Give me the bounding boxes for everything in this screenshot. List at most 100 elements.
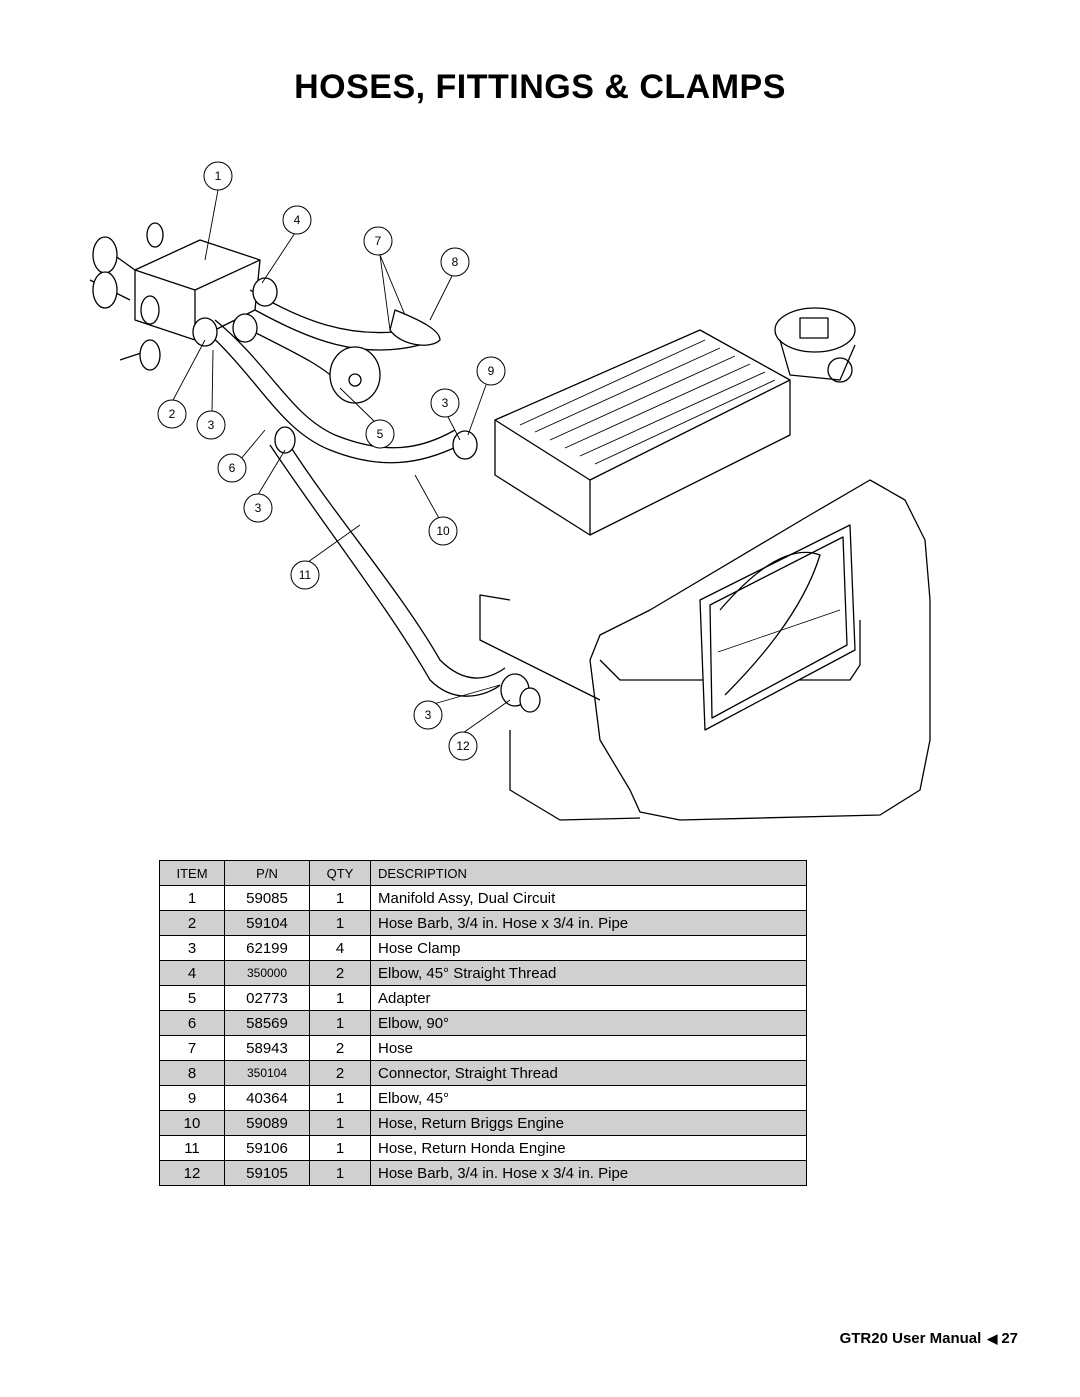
cell-description: Hose, Return Briggs Engine <box>370 1110 807 1136</box>
page-title: HOSES, FITTINGS & CLAMPS <box>294 68 786 106</box>
table-row: 5 02773 1 Adapter <box>159 985 807 1011</box>
fittings <box>192 277 541 713</box>
cell-pn: 350104 <box>224 1060 310 1086</box>
table-row: 4 350000 2 Elbow, 45° Straight Thread <box>159 960 807 986</box>
cell-qty: 1 <box>309 1110 371 1136</box>
svg-text:3: 3 <box>255 501 262 515</box>
cell-pn: 58943 <box>224 1035 310 1061</box>
cell-item: 7 <box>159 1035 225 1061</box>
table-header-row: ITEM P/N QTY DESCRIPTION <box>159 860 807 886</box>
svg-text:7: 7 <box>375 234 382 248</box>
cooler <box>494 329 791 536</box>
cell-item: 6 <box>159 1010 225 1036</box>
table-row: 12 59105 1 Hose Barb, 3/4 in. Hose x 3/4… <box>159 1160 807 1186</box>
cell-description: Elbow, 45° <box>370 1085 807 1111</box>
cell-qty: 1 <box>309 1085 371 1111</box>
cell-description: Adapter <box>370 985 807 1011</box>
callout-10: 10 <box>428 516 458 546</box>
cell-item: 9 <box>159 1085 225 1111</box>
callout-4: 4 <box>282 205 312 235</box>
callout-3: 3 <box>196 410 226 440</box>
cell-pn: 59089 <box>224 1110 310 1136</box>
cell-pn: 58569 <box>224 1010 310 1036</box>
cell-item: 2 <box>159 910 225 936</box>
footer-manual-name: GTR20 User Manual <box>839 1330 982 1347</box>
header-description: DESCRIPTION <box>370 860 807 886</box>
filler-cap <box>774 307 856 383</box>
cell-qty: 2 <box>309 960 371 986</box>
cell-item: 1 <box>159 885 225 911</box>
svg-text:3: 3 <box>425 708 432 722</box>
cell-pn: 59105 <box>224 1160 310 1186</box>
cell-item: 11 <box>159 1135 225 1161</box>
cell-qty: 1 <box>309 910 371 936</box>
cell-description: Hose, Return Honda Engine <box>370 1135 807 1161</box>
cell-item: 12 <box>159 1160 225 1186</box>
svg-text:5: 5 <box>377 427 384 441</box>
cell-description: Elbow, 45° Straight Thread <box>370 960 807 986</box>
table-row: 3 62199 4 Hose Clamp <box>159 935 807 961</box>
cell-qty: 4 <box>309 935 371 961</box>
table-row: 11 59106 1 Hose, Return Honda Engine <box>159 1135 807 1161</box>
svg-text:4: 4 <box>294 213 301 227</box>
cell-description: Elbow, 90° <box>370 1010 807 1036</box>
svg-text:6: 6 <box>229 461 236 475</box>
cell-pn: 59106 <box>224 1135 310 1161</box>
page-footer: GTR20 User Manual ◀27 <box>840 1330 1018 1347</box>
table-row: 10 59089 1 Hose, Return Briggs Engine <box>159 1110 807 1136</box>
callout-bubbles: 1 4 7 8 9 2 3 5 6 3 10 11 3 12 <box>157 161 506 761</box>
svg-text:10: 10 <box>436 524 450 538</box>
svg-text:3: 3 <box>442 396 449 410</box>
callout-2: 2 <box>157 399 187 429</box>
left-triangle-icon: ◀ <box>987 1331 998 1346</box>
cell-description: Hose <box>370 1035 807 1061</box>
svg-text:11: 11 <box>299 568 312 582</box>
cell-pn: 40364 <box>224 1085 310 1111</box>
header-item: ITEM <box>159 860 225 886</box>
leader-lines <box>171 189 511 736</box>
header-qty: QTY <box>309 860 371 886</box>
cell-pn: 350000 <box>224 960 310 986</box>
callout-6: 6 <box>217 453 247 483</box>
cell-description: Manifold Assy, Dual Circuit <box>370 885 807 911</box>
cell-item: 8 <box>159 1060 225 1086</box>
svg-text:3: 3 <box>208 418 215 432</box>
hoses-fittings-diagram: 1 4 7 8 9 2 3 5 6 3 10 11 3 12 3 <box>89 161 931 821</box>
header-pn: P/N <box>224 860 310 886</box>
cell-qty: 1 <box>309 885 371 911</box>
table-row: 1 59085 1 Manifold Assy, Dual Circuit <box>159 885 807 911</box>
table-row: 2 59104 1 Hose Barb, 3/4 in. Hose x 3/4 … <box>159 910 807 936</box>
cell-qty: 2 <box>309 1060 371 1086</box>
cell-item: 5 <box>159 985 225 1011</box>
svg-text:2: 2 <box>169 407 176 421</box>
svg-text:1: 1 <box>215 169 222 183</box>
cell-description: Hose Clamp <box>370 935 807 961</box>
cell-qty: 1 <box>309 1160 371 1186</box>
hoses <box>204 289 506 697</box>
table-row: 8 350104 2 Connector, Straight Thread <box>159 1060 807 1086</box>
svg-text:12: 12 <box>456 739 470 753</box>
svg-text:8: 8 <box>452 255 459 269</box>
cell-pn: 02773 <box>224 985 310 1011</box>
footer-page-number: 27 <box>1001 1330 1018 1347</box>
callout-3: 3 <box>413 700 443 730</box>
cell-description: Hose Barb, 3/4 in. Hose x 3/4 in. Pipe <box>370 1160 807 1186</box>
parts-table: ITEM P/N QTY DESCRIPTION 1 59085 1 Manif… <box>159 860 807 1186</box>
cell-qty: 2 <box>309 1035 371 1061</box>
cell-qty: 1 <box>309 1010 371 1036</box>
callout-7: 7 <box>363 226 393 256</box>
cell-pn: 59085 <box>224 885 310 911</box>
callout-8: 8 <box>440 247 470 277</box>
svg-text:9: 9 <box>488 364 495 378</box>
callout-1: 1 <box>203 161 233 191</box>
table-row: 7 58943 2 Hose <box>159 1035 807 1061</box>
cell-item: 3 <box>159 935 225 961</box>
cell-pn: 59104 <box>224 910 310 936</box>
cell-pn: 62199 <box>224 935 310 961</box>
cell-item: 10 <box>159 1110 225 1136</box>
cell-item: 4 <box>159 960 225 986</box>
table-row: 6 58569 1 Elbow, 90° <box>159 1010 807 1036</box>
callout-12: 12 <box>448 731 478 761</box>
table-row: 9 40364 1 Elbow, 45° <box>159 1085 807 1111</box>
cell-description: Hose Barb, 3/4 in. Hose x 3/4 in. Pipe <box>370 910 807 936</box>
